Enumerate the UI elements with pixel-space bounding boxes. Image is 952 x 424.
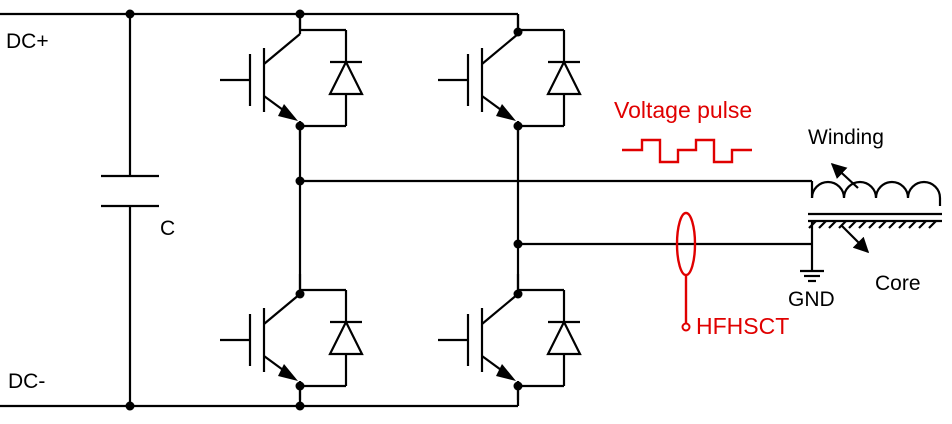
core-arrow [841,225,870,254]
igbt-switch-bottom-left [218,272,364,402]
dc-plus-label: DC+ [6,30,49,53]
transformer-core [808,212,942,244]
igbt-switch-top-left [218,12,364,142]
voltage-pulse-waveform [622,138,752,164]
winding-arrow [830,162,859,189]
igbt-switch-bottom-right [436,272,582,402]
dc-minus-label: DC- [8,370,45,393]
capacitor-c [101,14,159,406]
ground-symbol [800,244,824,283]
core-label: Core [875,272,921,295]
gnd-label: GND [788,288,835,311]
junction-dots [125,9,523,411]
igbt-switch-top-right [436,12,582,142]
capacitor-label: C [160,217,175,240]
voltage-pulse-label: Voltage pulse [614,97,752,123]
hfhsct-sensor [675,211,697,332]
winding-coil [810,180,942,206]
winding-label: Winding [808,126,884,149]
hfhsct-label: HFHSCT [696,313,789,339]
